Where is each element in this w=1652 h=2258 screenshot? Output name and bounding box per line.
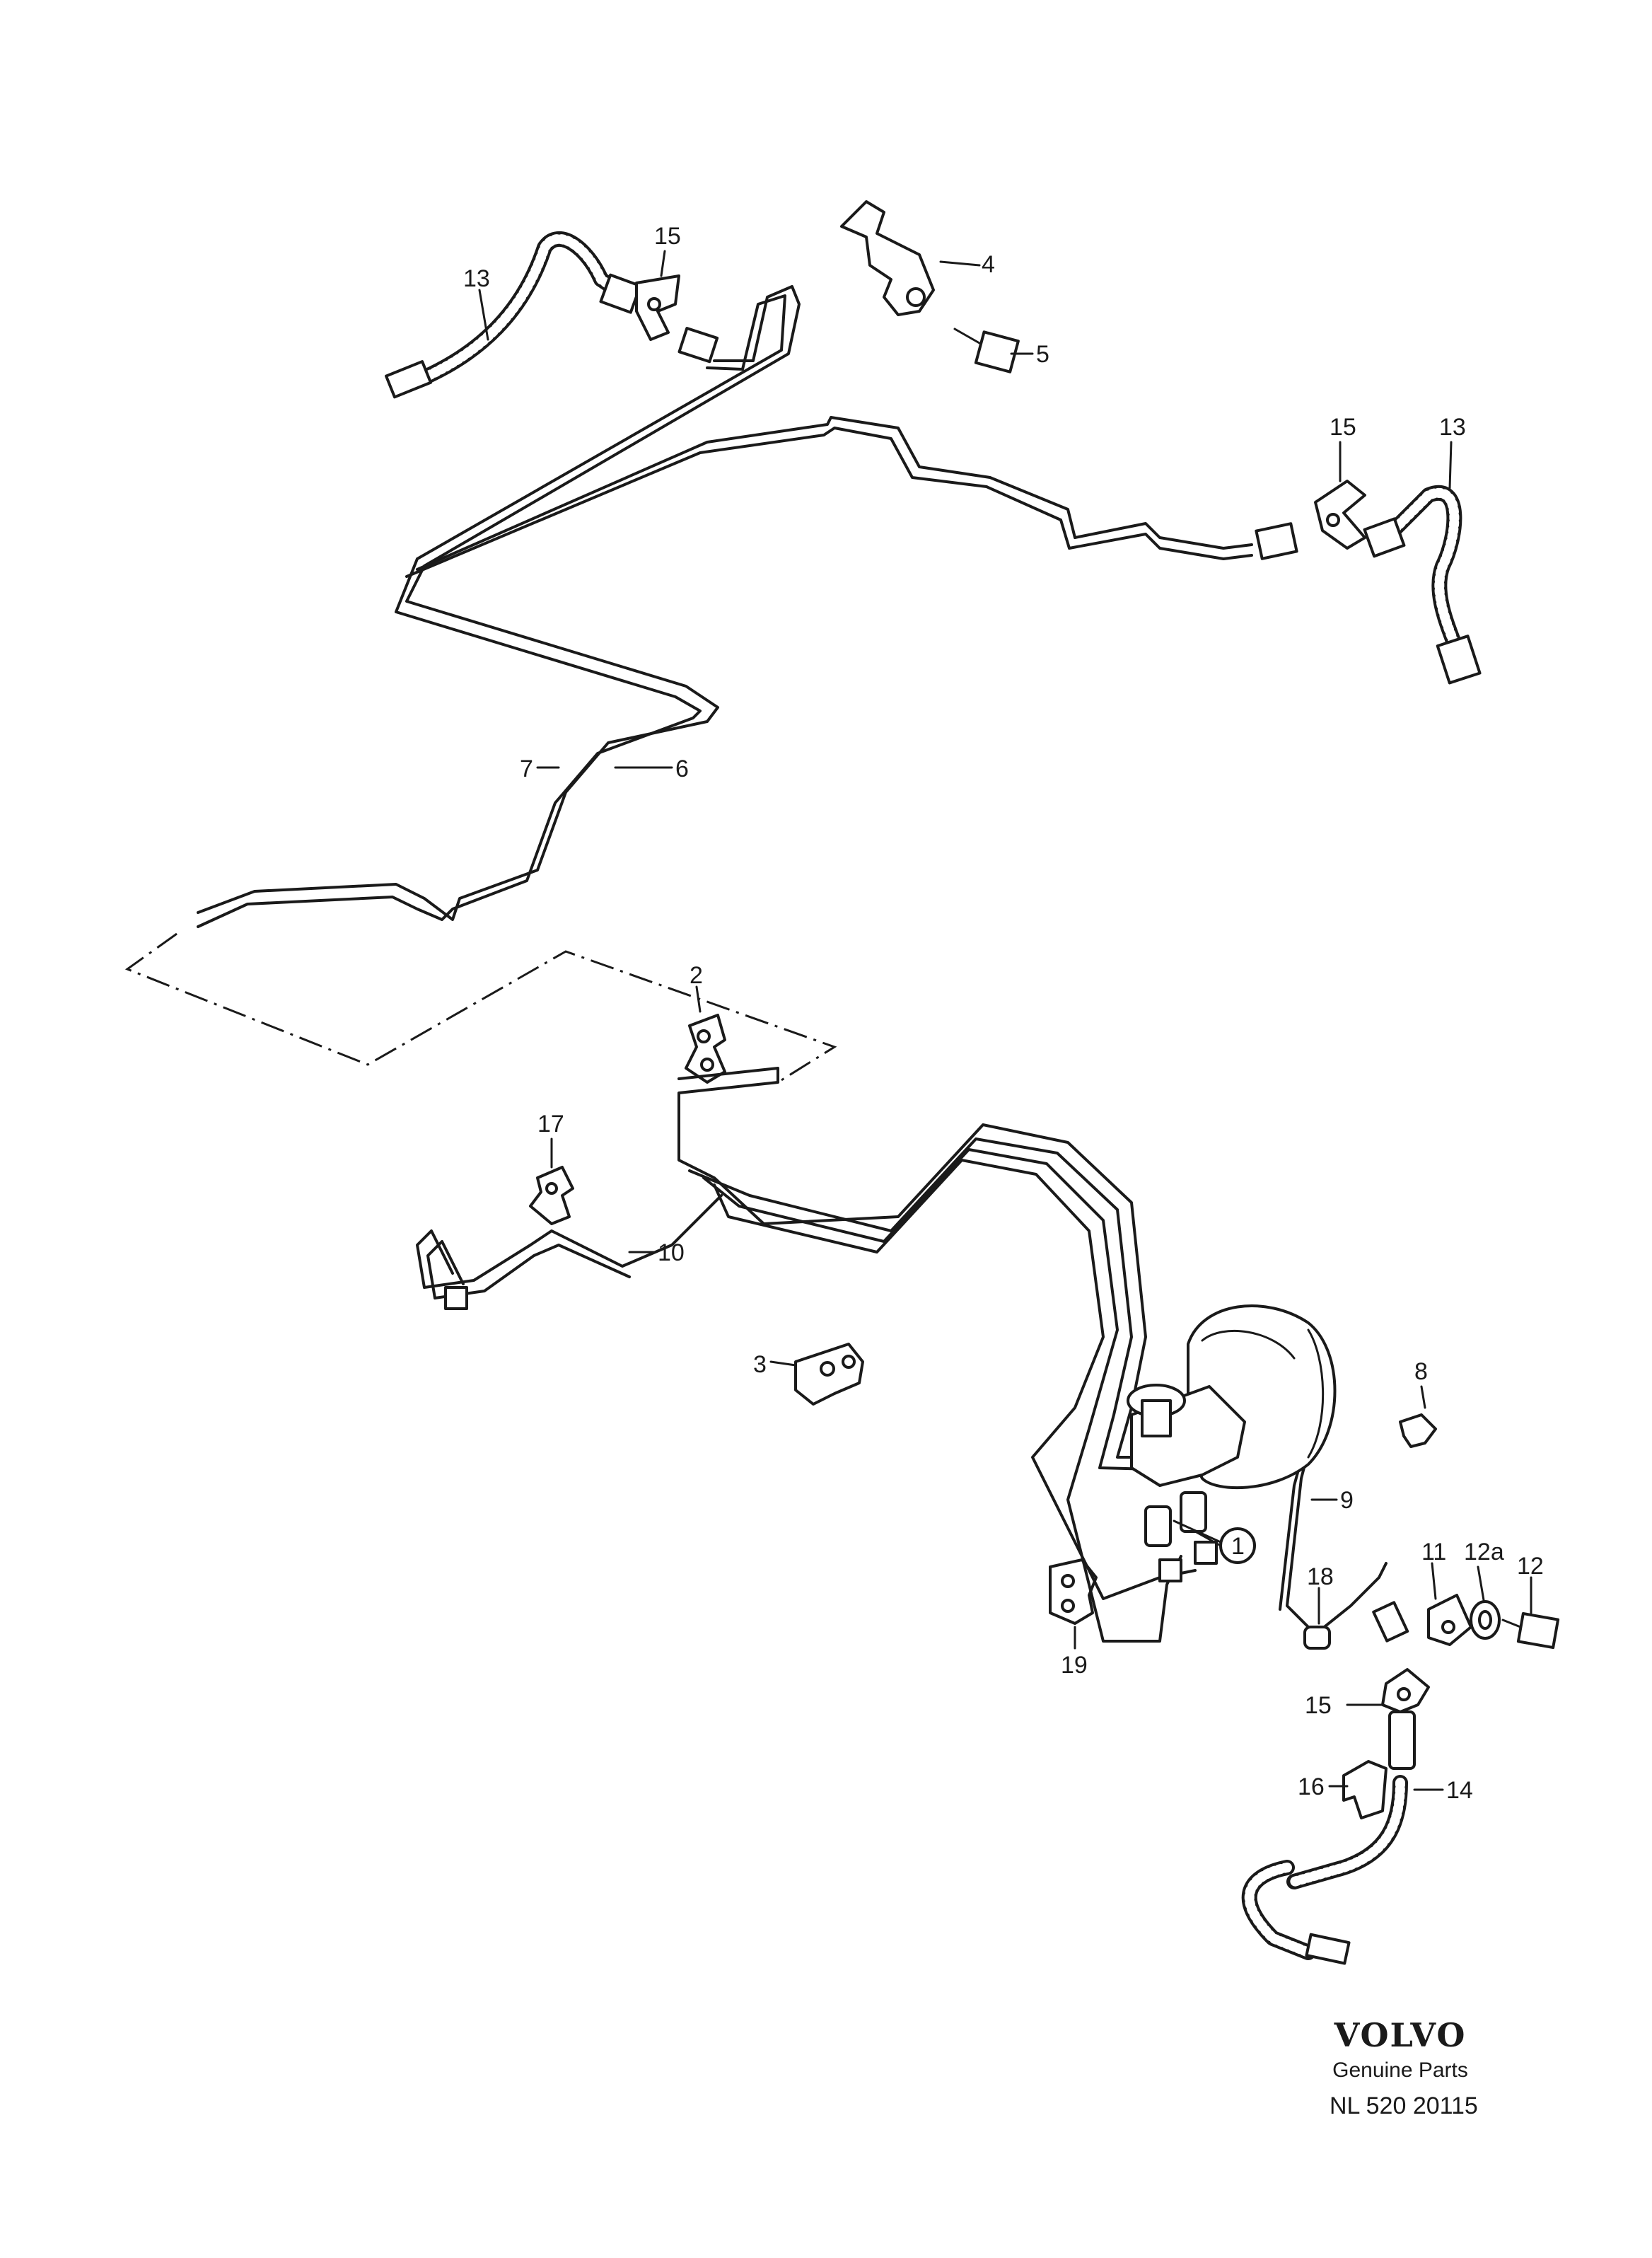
label-15-right: 15 bbox=[1330, 414, 1356, 441]
label-11: 11 bbox=[1421, 1539, 1446, 1565]
bolt-5 bbox=[953, 328, 1020, 374]
clip-15-lower bbox=[1381, 1668, 1430, 1713]
label-13-left: 13 bbox=[463, 265, 490, 292]
master-cylinder-1 bbox=[1127, 1384, 1246, 1582]
clip-15-right bbox=[1255, 480, 1366, 560]
bracket-11 bbox=[1427, 1594, 1472, 1646]
bracket-4 bbox=[840, 200, 935, 316]
label-6: 6 bbox=[675, 755, 689, 782]
label-7: 7 bbox=[520, 755, 533, 782]
label-10: 10 bbox=[658, 1239, 685, 1266]
label-4: 4 bbox=[982, 251, 995, 278]
brake-hose-13-left bbox=[385, 231, 642, 399]
callout-labels: 13 15 4 5 15 13 7 6 2 17 10 3 8 9 1 11 1… bbox=[463, 223, 1544, 1804]
fitting-18 bbox=[1303, 1601, 1409, 1650]
label-17: 17 bbox=[537, 1111, 564, 1137]
clip-19 bbox=[1049, 1558, 1098, 1625]
label-8: 8 bbox=[1414, 1358, 1428, 1385]
label-18: 18 bbox=[1307, 1563, 1334, 1590]
volvo-logo: VOLVO bbox=[1334, 2016, 1467, 2054]
label-19: 19 bbox=[1061, 1652, 1088, 1679]
label-15-lower: 15 bbox=[1305, 1692, 1332, 1719]
clip-8 bbox=[1399, 1413, 1437, 1448]
label-14: 14 bbox=[1446, 1777, 1473, 1804]
clip-17 bbox=[529, 1166, 574, 1225]
genuine-parts-text: Genuine Parts bbox=[1332, 2059, 1468, 2082]
brake-pipe-6-7 bbox=[197, 285, 1253, 928]
diagram-code: NL 520 20115 bbox=[1330, 2092, 1478, 2119]
label-12: 12 bbox=[1517, 1553, 1544, 1580]
label-13-right: 13 bbox=[1439, 414, 1466, 441]
bolt-12 bbox=[1501, 1611, 1560, 1650]
label-3: 3 bbox=[753, 1351, 767, 1378]
label-9: 9 bbox=[1340, 1487, 1354, 1514]
brake-hose-14 bbox=[1241, 1710, 1416, 1965]
clip-2 bbox=[685, 1014, 726, 1084]
label-15-left: 15 bbox=[654, 223, 681, 250]
label-12a: 12a bbox=[1464, 1539, 1504, 1565]
label-5: 5 bbox=[1036, 341, 1049, 368]
clip-3 bbox=[794, 1343, 864, 1406]
dashed-reference-outline bbox=[124, 932, 837, 1084]
clip-15-left bbox=[635, 274, 719, 364]
washer-12a bbox=[1470, 1600, 1501, 1640]
volvo-brand-block: VOLVO Genuine Parts NL 520 20115 bbox=[1330, 2016, 1478, 2120]
label-16: 16 bbox=[1298, 1773, 1325, 1800]
callout-leader-1 bbox=[1173, 1519, 1222, 1547]
clip-16 bbox=[1342, 1760, 1388, 1819]
label-1: 1 bbox=[1231, 1533, 1245, 1560]
callout-leaders bbox=[478, 250, 1532, 1791]
brake-hose-13-right bbox=[1363, 485, 1482, 685]
label-2: 2 bbox=[690, 962, 703, 989]
